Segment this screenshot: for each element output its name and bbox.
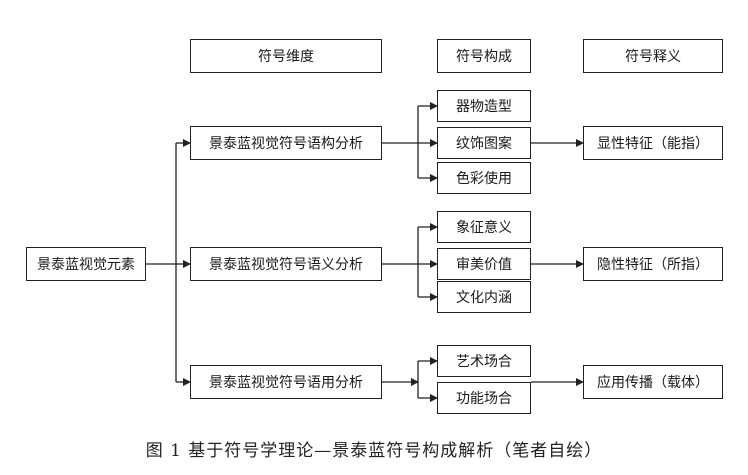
root-node: 景泰蓝视觉元素 (26, 247, 146, 281)
meaning-node-1: 显性特征（能指） (583, 126, 723, 160)
branch-node-3: 景泰蓝视觉符号语用分析 (190, 365, 382, 399)
item-node-3-1: 艺术场合 (437, 345, 531, 377)
item-node-2-2: 审美价值 (437, 248, 531, 280)
item-node-1-1: 器物造型 (437, 90, 531, 122)
branch-node-2: 景泰蓝视觉符号语义分析 (190, 247, 382, 281)
item-node-3-2: 功能场合 (437, 382, 531, 414)
item-node-2-1: 象征意义 (437, 211, 531, 243)
meaning-node-3: 应用传播（载体） (583, 365, 723, 399)
item-node-2-3: 文化内涵 (437, 281, 531, 313)
branch-node-1: 景泰蓝视觉符号语构分析 (190, 126, 382, 160)
header-interpretation: 符号释义 (583, 39, 723, 73)
item-node-1-3: 色彩使用 (437, 162, 531, 194)
meaning-node-2: 隐性特征（所指） (583, 247, 723, 281)
header-composition: 符号构成 (437, 39, 531, 73)
item-node-1-2: 纹饰图案 (437, 127, 531, 159)
figure-caption: 图 1 基于符号学理论—景泰蓝符号构成解析（笔者自绘） (145, 441, 603, 461)
header-dimension: 符号维度 (190, 39, 382, 73)
